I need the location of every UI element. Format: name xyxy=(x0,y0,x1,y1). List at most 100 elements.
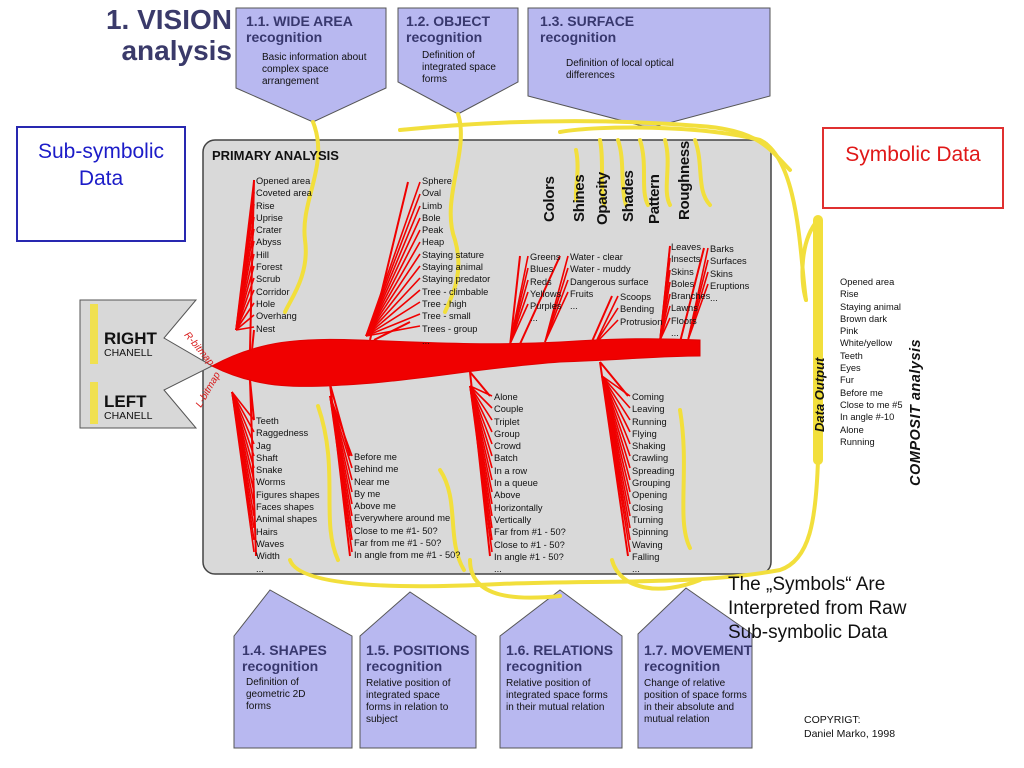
page-title: 1. VISION analysis xyxy=(92,4,232,66)
surface-col-shades: Shades xyxy=(620,170,637,222)
list-item: Running xyxy=(840,436,875,447)
list-item: ... xyxy=(671,328,679,339)
list-item: Oval xyxy=(422,188,442,199)
list-item: Faces shapes xyxy=(256,502,314,513)
list-item: Alone xyxy=(840,424,864,435)
list-item: By me xyxy=(354,488,381,499)
list-item: Leaving xyxy=(632,404,665,415)
list-item: Above me xyxy=(354,501,396,512)
list-item: Lawns xyxy=(671,303,698,314)
box-desc: Definition of geometric 2D forms xyxy=(246,677,306,712)
list-item: Trees - group xyxy=(422,323,478,334)
list-item: Waves xyxy=(256,538,285,549)
list-item: ... xyxy=(570,301,578,312)
list-item: Yellows xyxy=(530,288,562,299)
box-title: 1.6. RELATIONS recognition xyxy=(506,642,614,674)
box-desc: Change of relative position of space for… xyxy=(644,678,747,725)
left-channel-big: LEFT xyxy=(104,392,147,411)
list-item: Rise xyxy=(256,200,275,211)
list-item: Close to me #1- 50? xyxy=(354,525,438,536)
surface-col-shines: Shines xyxy=(571,174,588,222)
caption: The „Symbols“ Are Interpreted from Raw S… xyxy=(728,574,907,643)
list-item: In angle #1 - 50? xyxy=(494,551,564,562)
list-item: Scoops xyxy=(620,292,652,302)
list-item: Purples xyxy=(530,301,562,312)
right-channel-small: CHANELL xyxy=(104,347,153,359)
list-item: Coveted area xyxy=(256,188,312,199)
symbolic-data-box: Symbolic Data xyxy=(822,127,1004,209)
data-output-label: Data Output xyxy=(812,357,827,432)
list-item: Far from #1 - 50? xyxy=(494,527,566,538)
composit-analysis-label: COMPOSIT analysis xyxy=(908,338,924,486)
list-item: ... xyxy=(494,564,502,575)
list-item: Grouping xyxy=(632,478,671,489)
list-item: Behind me xyxy=(354,464,399,475)
list-item: Bending xyxy=(620,304,655,315)
list-item: Teeth xyxy=(840,350,863,361)
list-item: Opened area xyxy=(840,277,895,287)
list-item: Tree - climbable xyxy=(422,286,489,297)
list-item: Raggedness xyxy=(256,428,309,439)
list-item: Skins xyxy=(710,268,733,279)
left-channel: LEFT CHANELL xyxy=(104,393,152,422)
surface-desc: Definition of local optical differences xyxy=(566,58,674,81)
list-item: Opening xyxy=(632,490,668,501)
list-item: Greens xyxy=(530,252,561,262)
object-recognition: 1.2. OBJECT recognition Definition of in… xyxy=(406,13,512,86)
list-item: Staying predator xyxy=(422,274,491,285)
list-item: Peak xyxy=(422,225,444,236)
list-item: Figures shapes xyxy=(256,489,320,500)
list-item: Blues xyxy=(530,264,554,275)
list-item: ... xyxy=(632,564,640,575)
list-item: Crowd xyxy=(494,441,521,452)
list-item: Teeth xyxy=(256,416,279,426)
surface-col-colors: Colors xyxy=(541,176,558,222)
box-title: 1.4. SHAPES recognition xyxy=(242,642,327,674)
list-item: Jag xyxy=(256,440,271,451)
box-title: 1.5. POSITIONS recognition xyxy=(366,642,470,674)
list-item: Heap xyxy=(422,237,445,248)
movement-recognition: 1.7. MOVEMENT recognition Change of rela… xyxy=(644,642,758,726)
list-item: Close to #1 - 50? xyxy=(494,539,565,550)
list-item: Worms xyxy=(256,477,286,488)
copyright: COPYRIGT: Daniel Marko, 1998 xyxy=(804,713,895,741)
box-desc: Relative position of integrated space fo… xyxy=(506,678,608,713)
list-item: Surfaces xyxy=(710,256,747,267)
list-item: Eruptions xyxy=(710,280,750,291)
positions-recognition: 1.5. POSITIONS recognition Relative posi… xyxy=(366,642,474,726)
copyright-line2: Daniel Marko, 1998 xyxy=(804,728,896,740)
box-desc: Definition of integrated space forms xyxy=(422,50,496,85)
box-title: 1.3. SURFACE recognition xyxy=(540,13,635,45)
list-item: Dangerous surface xyxy=(570,276,649,287)
surface-col-opacity: Opacity xyxy=(594,172,611,225)
list-item: Opened area xyxy=(256,176,311,186)
list-item: Near me xyxy=(354,476,390,487)
list-item: Couple xyxy=(494,404,524,415)
list-item: Boles xyxy=(671,278,695,289)
list-item: Hill xyxy=(256,249,269,260)
title-line1: 1. VISION xyxy=(105,4,232,35)
surface-box xyxy=(527,7,771,129)
list-item: Flying xyxy=(632,428,657,439)
object-box xyxy=(397,7,519,115)
list-item: Hairs xyxy=(256,526,278,537)
list-item: Closing xyxy=(632,502,664,513)
list-item: Branches xyxy=(671,291,711,302)
list-item: Before me xyxy=(354,452,397,462)
list-item: Scrub xyxy=(256,274,281,285)
list-item: Staying stature xyxy=(422,249,485,260)
list-item: Animal shapes xyxy=(256,514,317,525)
list-item: Hole xyxy=(256,298,276,309)
movement-box xyxy=(637,587,753,749)
list-item: Tree - small xyxy=(422,311,471,322)
